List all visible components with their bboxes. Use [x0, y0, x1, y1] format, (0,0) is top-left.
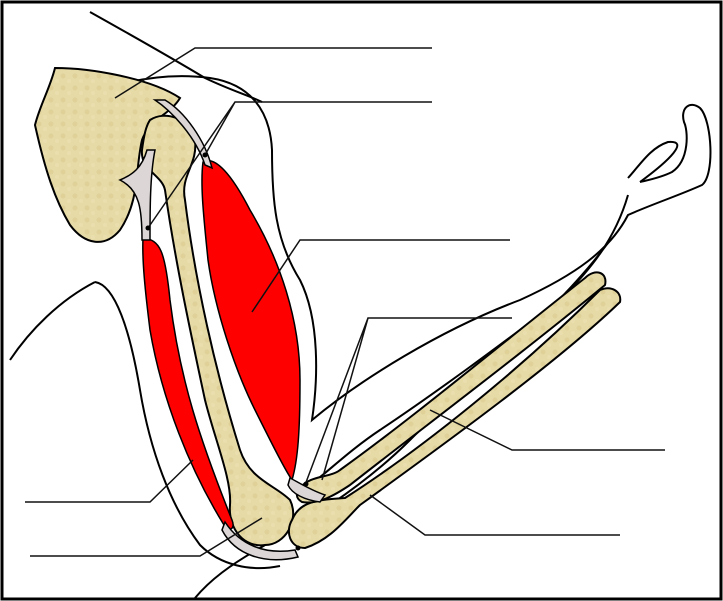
diagram-stage — [0, 0, 723, 601]
arm-diagram — [0, 0, 723, 601]
